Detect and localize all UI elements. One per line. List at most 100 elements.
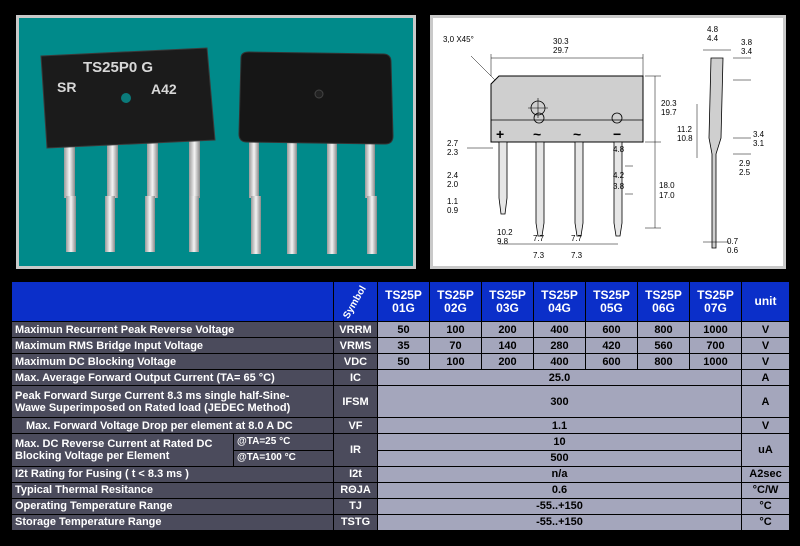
value-cell: 200 — [481, 353, 534, 371]
table-row: Max. Forward Voltage Drop per element at… — [11, 417, 790, 435]
dim-pin-top-min: 2.3 — [447, 148, 459, 157]
bridge-rectifier-photo: TS25P0 G SR A42 — [40, 47, 394, 254]
symbol-vf: VF — [333, 417, 378, 435]
table-row: @TA=100 °C 500 — [12, 449, 790, 467]
symbol-i2t: I2t — [333, 465, 378, 483]
unit-vf: V — [741, 417, 790, 435]
pin-ac2-label: ~ — [573, 126, 581, 142]
dim-pitch2-min: 7.3 — [533, 251, 545, 260]
value-ic: 25.0 — [377, 369, 742, 387]
param-tstg: Storage Temperature Range — [11, 513, 334, 532]
left-part-mount-hole — [121, 93, 131, 103]
value-ir-25: 10 — [377, 433, 742, 451]
dim-hole: 4.8 — [613, 145, 625, 154]
dim-lead-thick-min: 0.6 — [727, 246, 739, 255]
unit-vdc: V — [741, 353, 790, 371]
dim-side-step-min: 3.1 — [753, 139, 765, 148]
value-tj: -55..+150 — [377, 497, 742, 515]
unit-ir: uA — [741, 433, 790, 467]
param-ic: Max. Average Forward Output Current (TA=… — [11, 369, 334, 387]
dim-lead-len-min: 17.0 — [659, 191, 675, 200]
value-cell: 140 — [481, 337, 534, 355]
value-cell: 70 — [429, 337, 482, 355]
value-cell: 800 — [637, 353, 690, 371]
pin-minus-label: − — [613, 126, 621, 142]
value-cell: 600 — [585, 320, 638, 339]
table-row: Maximum RMS Bridge Input Voltage VRMS 35… — [11, 337, 790, 355]
package-dimension-drawing: + ~ ~ − 3,0 X45° — [443, 25, 765, 260]
table-row: Typical Thermal Resitance RΘJA 0.6 °C/W — [11, 481, 790, 499]
dim-side-gap-min: 3.8 — [613, 182, 625, 191]
cond-ir-25: @TA=25 °C — [233, 433, 334, 451]
left-part-marking-bottom: A42 — [151, 81, 177, 97]
left-part-marking-top: TS25P0 G — [83, 59, 153, 76]
table-row: I2t Rating for Fusing ( t < 8.3 ms ) I2t… — [11, 465, 790, 483]
table-row: Maximum DC Blocking Voltage VDC 50 100 2… — [11, 353, 790, 371]
dim-pitch2-max: 7.7 — [533, 234, 545, 243]
symbol-rth: RΘJA — [333, 481, 378, 499]
table-row: Storage Temperature Range TSTG -55..+150… — [11, 513, 790, 532]
param-tj: Operating Temperature Range — [11, 497, 334, 515]
value-cell: 600 — [585, 353, 638, 371]
value-ir-100: 500 — [377, 449, 742, 467]
value-cell: 700 — [689, 337, 742, 355]
value-vf: 1.1 — [377, 417, 742, 435]
right-part-body — [238, 51, 394, 145]
dim-first-pitch-max: 10.2 — [497, 228, 513, 237]
dim-width-min: 29.7 — [553, 46, 569, 55]
value-cell: 50 — [377, 353, 430, 371]
dim-pin-width-min: 2.0 — [447, 180, 459, 189]
product-photo: TS25P0 G SR A42 — [16, 15, 416, 269]
param-i2t: I2t Rating for Fusing ( t < 8.3 ms ) — [11, 465, 334, 483]
unit-ifsm: A — [741, 385, 790, 419]
param-vdc: Maximum DC Blocking Voltage — [11, 353, 334, 371]
dim-pin-thick-min: 0.9 — [447, 206, 459, 215]
symbol-vdc: VDC — [333, 353, 378, 371]
header-unit: unit — [741, 281, 790, 322]
value-cell: 1000 — [689, 353, 742, 371]
dim-pitch3-max: 7.7 — [571, 234, 583, 243]
unit-vrrm: V — [741, 320, 790, 339]
dim-lead-len-max: 18.0 — [659, 181, 675, 190]
dim-side-thick-min: 4.4 — [707, 34, 719, 43]
dim-side-lower-min: 2.5 — [739, 168, 751, 177]
pin-ac1-label: ~ — [533, 126, 541, 142]
dim-side-step-max: 3.4 — [753, 130, 765, 139]
unit-i2t: A2sec — [741, 465, 790, 483]
value-cell: 100 — [429, 320, 482, 339]
left-part-logo: SR — [57, 79, 76, 95]
dim-side-lower-max: 2.9 — [739, 159, 751, 168]
pin-plus-label: + — [496, 126, 504, 142]
symbol-ic: IC — [333, 369, 378, 387]
symbol-ir: IR — [333, 433, 378, 467]
symbol-tstg: TSTG — [333, 513, 378, 532]
dim-side-gap-max: 4.2 — [613, 171, 625, 180]
dim-side-top-min: 3.4 — [741, 47, 753, 56]
unit-tj: °C — [741, 497, 790, 515]
table-row: Peak Forward Surge Current 8.3 ms single… — [11, 385, 790, 419]
param-ifsm: Peak Forward Surge Current 8.3 ms single… — [11, 385, 334, 419]
symbol-ifsm: IFSM — [333, 385, 378, 419]
dim-body-height-min: 19.7 — [661, 108, 677, 117]
value-cell: 400 — [533, 353, 586, 371]
value-cell: 280 — [533, 337, 586, 355]
table-row: Maximun Recurrent Peak Reverse Voltage V… — [11, 320, 790, 339]
dim-chamfer: 3,0 X45° — [443, 35, 474, 44]
dim-lead-thick-max: 0.7 — [727, 237, 739, 246]
value-cell: 50 — [377, 320, 430, 339]
symbol-vrms: VRMS — [333, 337, 378, 355]
value-cell: 420 — [585, 337, 638, 355]
unit-rth: °C/W — [741, 481, 790, 499]
dim-side-thick-max: 4.8 — [707, 25, 719, 34]
symbol-vrrm: VRRM — [333, 320, 378, 339]
dim-pin-thick-max: 1.1 — [447, 197, 459, 206]
